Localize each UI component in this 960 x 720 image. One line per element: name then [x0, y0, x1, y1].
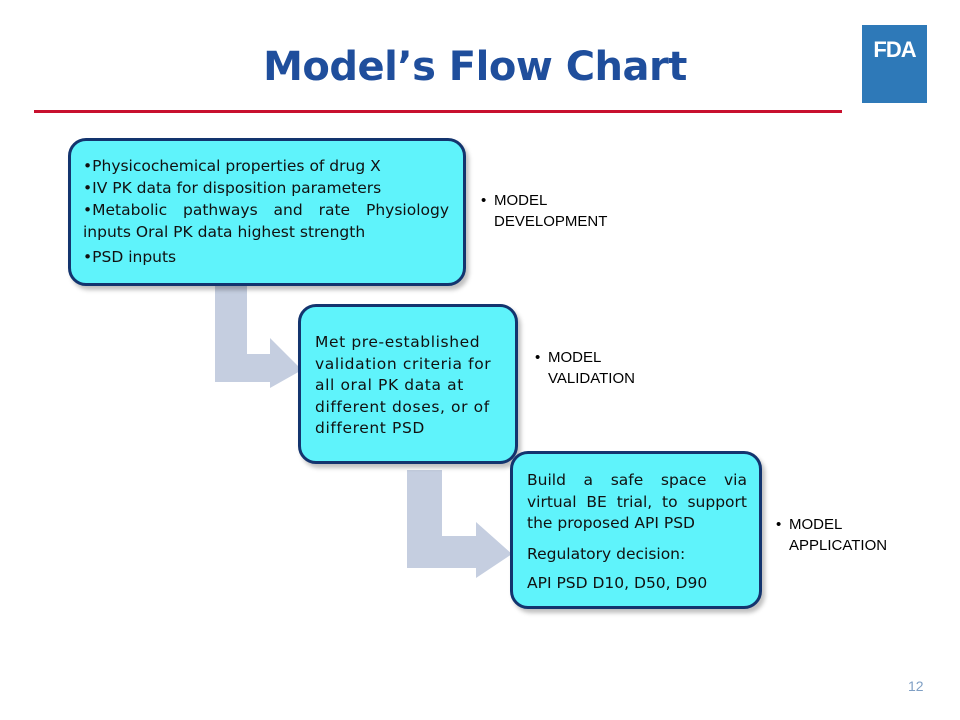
development-item-4: •PSD inputs: [83, 248, 177, 266]
application-box: Build a safe space via virtual BE trial,…: [510, 451, 762, 609]
development-item-3-cont: inputs Oral PK data highest strength: [83, 223, 366, 241]
fda-logo: FDA: [862, 25, 927, 103]
flow-arrow-1-shape: [215, 284, 302, 388]
development-item-1: •Physicochemical properties of drug X: [83, 157, 381, 175]
regulatory-decision-label: Regulatory decision:: [527, 544, 686, 563]
application-text: Build a safe space via virtual BE trial,…: [527, 471, 747, 532]
validation-text: Met pre-established validation criteria …: [315, 333, 492, 437]
bullet-icon: •: [776, 516, 782, 533]
flow-arrow-1: [215, 284, 302, 388]
flow-arrow-2: [407, 470, 512, 578]
slide-title: Model’s Flow Chart: [263, 44, 687, 90]
regulatory-decision-value: API PSD D10, D50, D90: [527, 574, 708, 592]
bullet-icon: •: [481, 192, 487, 209]
development-item-2: •IV PK data for disposition parameters: [83, 179, 382, 197]
flow-arrow-2-shape: [407, 470, 512, 578]
label-model-application: • MODEL APPLICATION: [776, 514, 888, 556]
label-application-line-1: MODEL: [789, 516, 843, 533]
page-number: 12: [908, 678, 924, 694]
development-box: •Physicochemical properties of drug X •I…: [68, 138, 466, 286]
bullet-icon: •: [535, 349, 541, 366]
label-application-line-2: APPLICATION: [789, 537, 888, 554]
label-development-line-1: MODEL: [494, 192, 548, 209]
fda-logo-text: FDA: [873, 37, 916, 62]
label-model-validation: • MODEL VALIDATION: [535, 347, 635, 389]
validation-box: Met pre-established validation criteria …: [298, 304, 518, 464]
label-validation-line-1: MODEL: [548, 349, 602, 366]
development-item-3: •Metabolic pathways and rate Physiology: [83, 201, 449, 219]
title-divider: [34, 110, 842, 113]
label-development-line-2: DEVELOPMENT: [494, 213, 608, 230]
label-validation-line-2: VALIDATION: [548, 370, 635, 387]
label-model-development: • MODEL DEVELOPMENT: [481, 190, 608, 232]
